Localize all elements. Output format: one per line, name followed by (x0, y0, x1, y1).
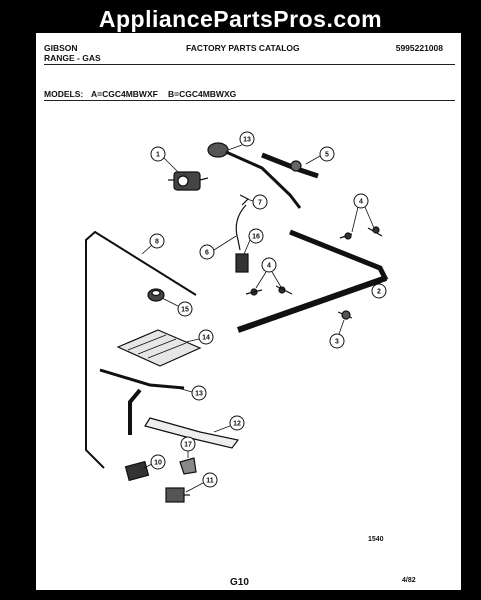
parts-catalog-page: GIBSON RANGE - GAS FACTORY PARTS CATALOG… (36, 33, 461, 590)
callout-7-label: 6 (205, 250, 209, 257)
callout-17: 17 (180, 436, 196, 458)
header-rule-bottom (44, 100, 455, 101)
callout-9: 8 (141, 233, 165, 255)
part-2-manifold (237, 229, 389, 333)
part-11-switch (165, 487, 190, 503)
watermark: AppliancePartsPros.com (98, 6, 383, 32)
callout-4-top: 4 (351, 193, 375, 233)
callout-8: 7 (246, 194, 268, 210)
part-4-valves-lower (245, 285, 293, 296)
callout-13-label: 13 (195, 391, 203, 398)
part-10-igniter (124, 460, 150, 482)
part-15-orifice (147, 288, 165, 302)
model-a: A=CGC4MBWXF (91, 89, 158, 99)
callout-4-top-label: 4 (359, 199, 363, 206)
part-13-oven-burner (99, 368, 185, 435)
callout-16-label: 16 (252, 234, 260, 241)
section-code: G10 (230, 577, 249, 588)
callout-group: 1 13 5 7 4 8 (141, 131, 387, 493)
part-3-valve (337, 310, 353, 320)
part-1-valve (168, 171, 209, 191)
callout-13: 13 (177, 385, 207, 401)
part-9-tube (85, 230, 197, 469)
callout-5-label: 5 (325, 152, 329, 159)
callout-15-label: 15 (181, 307, 189, 314)
callout-2: 2 (371, 279, 387, 299)
callout-3-label: 3 (335, 339, 339, 346)
callout-8-label: 7 (258, 200, 262, 207)
callout-10: 10 (143, 454, 166, 470)
part-14-baffle (116, 329, 202, 367)
callout-16: 16 (243, 228, 264, 255)
catalog-title: FACTORY PARTS CATALOG (186, 43, 300, 53)
callout-14-label: 14 (202, 335, 210, 342)
models-label: MODELS: (44, 89, 84, 99)
catalog-date: 4/82 (402, 577, 416, 584)
callout-3: 3 (329, 319, 345, 349)
callout-7: 6 (199, 235, 237, 260)
callout-2-label: 2 (377, 289, 381, 296)
callout-4-lower: 4 (255, 257, 282, 289)
part-12-bracket (144, 417, 240, 449)
callout-4-lower-label: 4 (267, 263, 271, 270)
model-b: B=CGC4MBWXG (168, 89, 237, 99)
callout-17-label: 17 (184, 442, 192, 449)
callout-11-label: 11 (206, 478, 214, 485)
callout-15: 15 (161, 297, 193, 317)
part-5-burner (261, 152, 319, 179)
figure-code: 1540 (368, 536, 384, 543)
part-4-valves-top (339, 226, 383, 240)
part-8-clip (239, 194, 250, 206)
product-label: RANGE - GAS (44, 53, 101, 63)
callout-1: 1 (150, 146, 179, 173)
part-7-tube (235, 204, 247, 251)
callout-9-label: 8 (155, 239, 159, 246)
callout-6: 13 (227, 131, 255, 151)
callout-1-label: 1 (156, 152, 160, 159)
part-16-switch (235, 253, 249, 273)
header-rule-top (44, 64, 455, 65)
callout-12: 12 (213, 415, 245, 433)
catalog-part-number: 5995221008 (395, 43, 443, 53)
part-17-clip (179, 457, 197, 475)
brand-label: GIBSON (44, 43, 78, 53)
callout-14: 14 (185, 329, 214, 345)
callout-6-label: 13 (243, 137, 251, 144)
callout-5: 5 (305, 146, 335, 165)
callout-10-label: 10 (154, 460, 162, 467)
callout-11: 11 (185, 472, 218, 493)
callout-12-label: 12 (233, 421, 241, 428)
part-6-burner-head (207, 142, 302, 209)
